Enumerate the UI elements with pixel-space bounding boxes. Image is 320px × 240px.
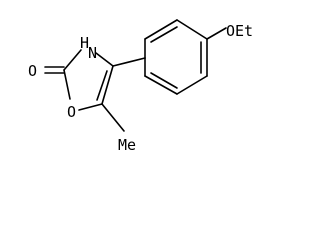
benzene-bond-2 <box>144 19 178 40</box>
benzene-bond-3 <box>176 19 208 40</box>
c4-c5-bond <box>101 65 114 105</box>
carbonyl-oxygen-label: O <box>28 62 37 80</box>
ring-nh-hydrogen-label: H <box>80 34 89 52</box>
n3-c4-bond <box>95 52 114 67</box>
methyl-label: Me <box>118 136 136 154</box>
methyl-bond <box>101 103 125 132</box>
ring-oxygen-label: O <box>67 103 76 121</box>
c4-c5-inner-bond <box>96 70 108 101</box>
c5-o1-bond <box>78 103 103 111</box>
benzene-bond-5 <box>176 75 208 95</box>
structure-diagram: O H N O Me OEt <box>28 19 253 154</box>
c2-n3-bond <box>63 49 82 71</box>
benzene-inner-bond-1 <box>150 26 178 43</box>
benzene-inner-bond-3 <box>150 72 178 89</box>
ethoxy-label: OEt <box>226 22 253 40</box>
benzene-ring <box>144 19 208 95</box>
oxazolone-ring <box>44 49 114 111</box>
o1-c2-bond <box>63 69 71 100</box>
ring-nitrogen-label: N <box>88 44 97 62</box>
benzene-bond-6 <box>144 75 178 95</box>
ethoxy-bond <box>206 27 227 40</box>
aryl-link-bond <box>112 57 146 67</box>
